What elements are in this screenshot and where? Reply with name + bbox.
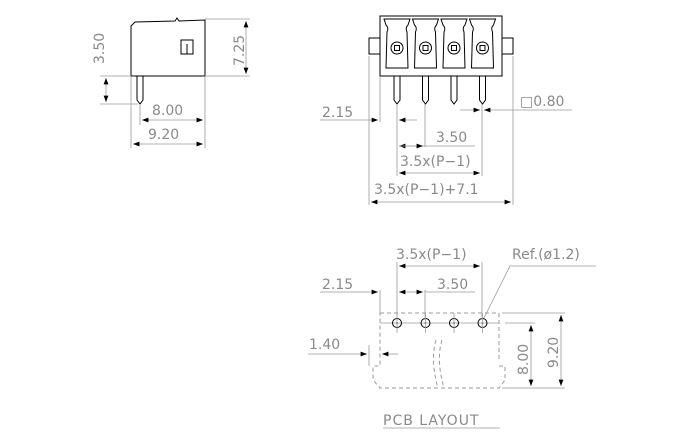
- pin: [422, 76, 429, 105]
- dim-front-pin-size: □0.80: [520, 94, 564, 110]
- front-tab-right: [501, 37, 514, 55]
- pcb-hole: [477, 313, 488, 333]
- side-body: [130, 17, 206, 77]
- front-tab-left: [368, 37, 381, 55]
- dim-pcb-ref-hole: Ref.(ø1.2): [512, 247, 580, 263]
- screw-icon: [447, 41, 461, 55]
- pcb-layout-title: PCB LAYOUT: [383, 413, 480, 429]
- dim-side-pin-height: 3.50: [92, 33, 108, 64]
- dim-side-width-outer: 9.20: [148, 127, 179, 143]
- pin: [393, 76, 401, 105]
- terminal: [411, 18, 440, 105]
- side-view: 3.50 7.25 8.00 9.20: [92, 17, 250, 148]
- dim-side-width-inner: 8.00: [152, 103, 183, 119]
- dim-front-span: 3.5x(P−1): [400, 154, 471, 170]
- dim-front-edge-offset: 2.15: [322, 105, 353, 121]
- dim-pcb-margin: 1.40: [309, 337, 340, 353]
- pin: [450, 76, 458, 105]
- front-view: 2.15 □0.80 3.50 3.5x(P−1) 3.5x(P−1)+7.1: [320, 15, 572, 205]
- dim-side-body-height: 7.25: [232, 35, 248, 66]
- dim-pcb-pitch: 3.50: [437, 277, 468, 293]
- dim-pcb-height-inner: 8.00: [516, 344, 532, 375]
- screw-icon: [476, 41, 489, 55]
- terminal: [440, 18, 468, 105]
- terminal: [383, 18, 411, 105]
- dim-pcb-edge-offset: 2.15: [322, 277, 353, 293]
- dim-front-pitch: 3.50: [436, 130, 467, 146]
- pcb-hole: [449, 313, 459, 333]
- dim-pcb-span: 3.5x(P−1): [396, 247, 467, 263]
- pcb-hole: [420, 313, 431, 333]
- dim-pcb-height-outer: 9.20: [546, 337, 562, 368]
- pin: [479, 76, 486, 105]
- pcb-outline: [372, 312, 506, 389]
- terminal: [468, 18, 497, 105]
- pcb-layout: 3.5x(P−1) Ref.(ø1.2) 2.15 3.50 1.40 8.00…: [308, 247, 596, 429]
- side-pin: [136, 76, 144, 105]
- screw-icon: [390, 41, 404, 55]
- screw-icon: [419, 41, 432, 55]
- dim-front-total: 3.5x(P−1)+7.1: [374, 182, 479, 198]
